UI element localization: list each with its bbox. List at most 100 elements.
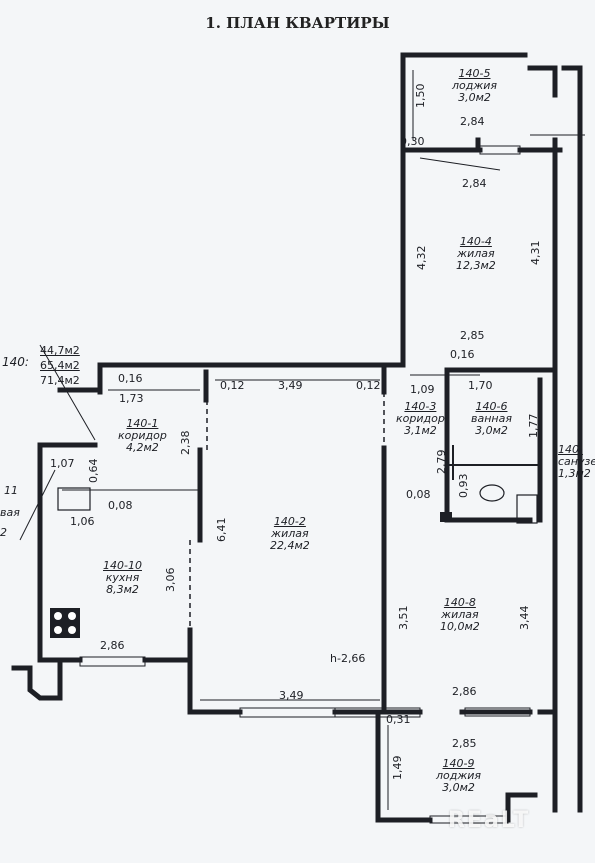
- summary-total-area: 65,4м2: [40, 359, 80, 372]
- stove-icon: [50, 608, 80, 638]
- room-loggia-bottom: 140-9 лоджия 3,0м2: [436, 758, 481, 794]
- dim-label: 2,84: [462, 177, 487, 190]
- dim-label-vertical: 3,51: [397, 605, 410, 631]
- room-area: 3,0м2: [442, 781, 475, 794]
- dim-label-vertical: 6,41: [215, 517, 228, 543]
- room-area: 12,3м2: [456, 259, 496, 272]
- dim-label: 2,85: [452, 737, 477, 750]
- room-area: 1,3м2: [558, 467, 591, 480]
- room-name: жилая: [441, 608, 479, 621]
- room-name: лоджия: [436, 769, 482, 782]
- window: [239, 707, 336, 718]
- dim-label: h-2,66: [330, 652, 366, 665]
- room-corridor-1: 140-1 коридор 4,2м2: [118, 418, 167, 454]
- dim-label-vertical: 2,79: [435, 449, 448, 475]
- dim-label-vertical: 0,64: [87, 458, 100, 484]
- window: [79, 656, 146, 667]
- room-id: 140-2: [273, 515, 306, 528]
- toilet-icon: [479, 484, 505, 502]
- dim-label: 0,31: [386, 713, 411, 726]
- room-id: 140-3: [404, 400, 437, 413]
- room-living-4: 140-4 жилая 12,3м2: [456, 236, 496, 272]
- watermark-logo: REaLT: [448, 808, 531, 833]
- room-name: лоджия: [452, 79, 498, 92]
- washbasin-icon: [516, 494, 538, 524]
- dim-line: [419, 157, 501, 171]
- room-id: 140-8: [443, 596, 476, 609]
- wall-segment: [187, 627, 243, 715]
- wall-segment: [97, 57, 406, 395]
- dimension-lines: [19, 70, 585, 810]
- window: [334, 707, 421, 718]
- sink-icon: [57, 487, 91, 511]
- room-id: 140-10: [103, 559, 142, 572]
- dim-label: 1,07: [50, 457, 75, 470]
- dim-label: 1,70: [468, 379, 493, 392]
- dim-label-vertical: 1,49: [391, 755, 404, 781]
- room-id: 140-5: [458, 67, 491, 80]
- dim-label: 0,12: [356, 379, 381, 392]
- window: [429, 815, 509, 824]
- dim-label: 0,16: [118, 372, 143, 385]
- dim-label: 3,49: [279, 689, 304, 702]
- stove-burner-icon: [54, 626, 62, 634]
- window: [479, 145, 521, 155]
- walls: [11, 52, 583, 823]
- room-name: санузе: [558, 455, 595, 468]
- dim-label-vertical: 0,93: [457, 473, 470, 499]
- room-id: 140-4: [459, 235, 492, 248]
- summary-living-area: 44,7м2: [40, 344, 80, 357]
- dim-label: 0,08: [108, 499, 133, 512]
- room-id: 140-9: [442, 757, 475, 770]
- dim-label: 2,86: [452, 685, 477, 698]
- room-name: жилая: [457, 247, 495, 260]
- wall-segment: [561, 65, 583, 813]
- room-id: 140-1: [126, 417, 159, 430]
- dim-label: 0,12: [220, 379, 245, 392]
- stove-burner-icon: [54, 612, 62, 620]
- summary-prefix: 140:: [2, 355, 29, 369]
- wall-segment: [37, 442, 83, 663]
- room-name: жилая: [271, 527, 309, 540]
- dim-line: [19, 469, 56, 541]
- summary-total-with-loggias: 71,4м2: [40, 374, 80, 387]
- dim-label-vertical: 1,77: [527, 413, 540, 439]
- room-area: 3,0м2: [475, 424, 508, 437]
- room-bath-6: 140-6 ванная 3,0м2: [471, 401, 512, 437]
- room-area: 4,2м2: [126, 441, 159, 454]
- wall-segment: [527, 65, 558, 98]
- room-area: 3,1м2: [404, 424, 437, 437]
- dim-label: 2,84: [460, 115, 485, 128]
- room-living-2: 140-2 жилая 22,4м2: [270, 516, 310, 552]
- stove-burner-icon: [68, 612, 76, 620]
- room-name: кухня: [105, 571, 140, 584]
- room-corridor-3: 140-3 коридор 3,1м2: [396, 401, 445, 437]
- dim-label: 1,06: [70, 515, 95, 528]
- stairs-rails: [448, 445, 540, 480]
- room-loggia-top: 140-5 лоджия 3,0м2: [452, 68, 497, 104]
- dim-label: 1,09: [410, 383, 435, 396]
- room-name: ванная: [471, 412, 512, 425]
- room-living-8: 140-8 жилая 10,0м2: [440, 597, 480, 633]
- room-wc-7: 140- санузе 1,3м2: [558, 444, 595, 480]
- fixtures: [50, 484, 538, 638]
- dim-label: 0,08: [406, 488, 431, 501]
- dim-line: [39, 344, 96, 441]
- neighbor-line-1: 11: [4, 484, 18, 497]
- room-area: 3,0м2: [458, 91, 491, 104]
- room-name: коридор: [118, 429, 167, 442]
- dim-label: 2,85: [460, 329, 485, 342]
- plan-title: 1. ПЛАН КВАРТИРЫ: [205, 14, 390, 32]
- dim-label-vertical: 2,38: [179, 430, 192, 456]
- stove-burner-icon: [68, 626, 76, 634]
- room-kitchen-10: 140-10 кухня 8,3м2: [103, 560, 142, 596]
- dim-label: 1,73: [119, 392, 144, 405]
- wall-segment: [505, 792, 538, 823]
- room-name: коридор: [396, 412, 445, 425]
- neighbor-line-2: вая: [0, 506, 20, 519]
- dim-label-vertical: 1,50: [414, 83, 427, 109]
- room-area: 10,0м2: [440, 620, 480, 633]
- window: [464, 707, 531, 717]
- window-frames: [79, 145, 531, 824]
